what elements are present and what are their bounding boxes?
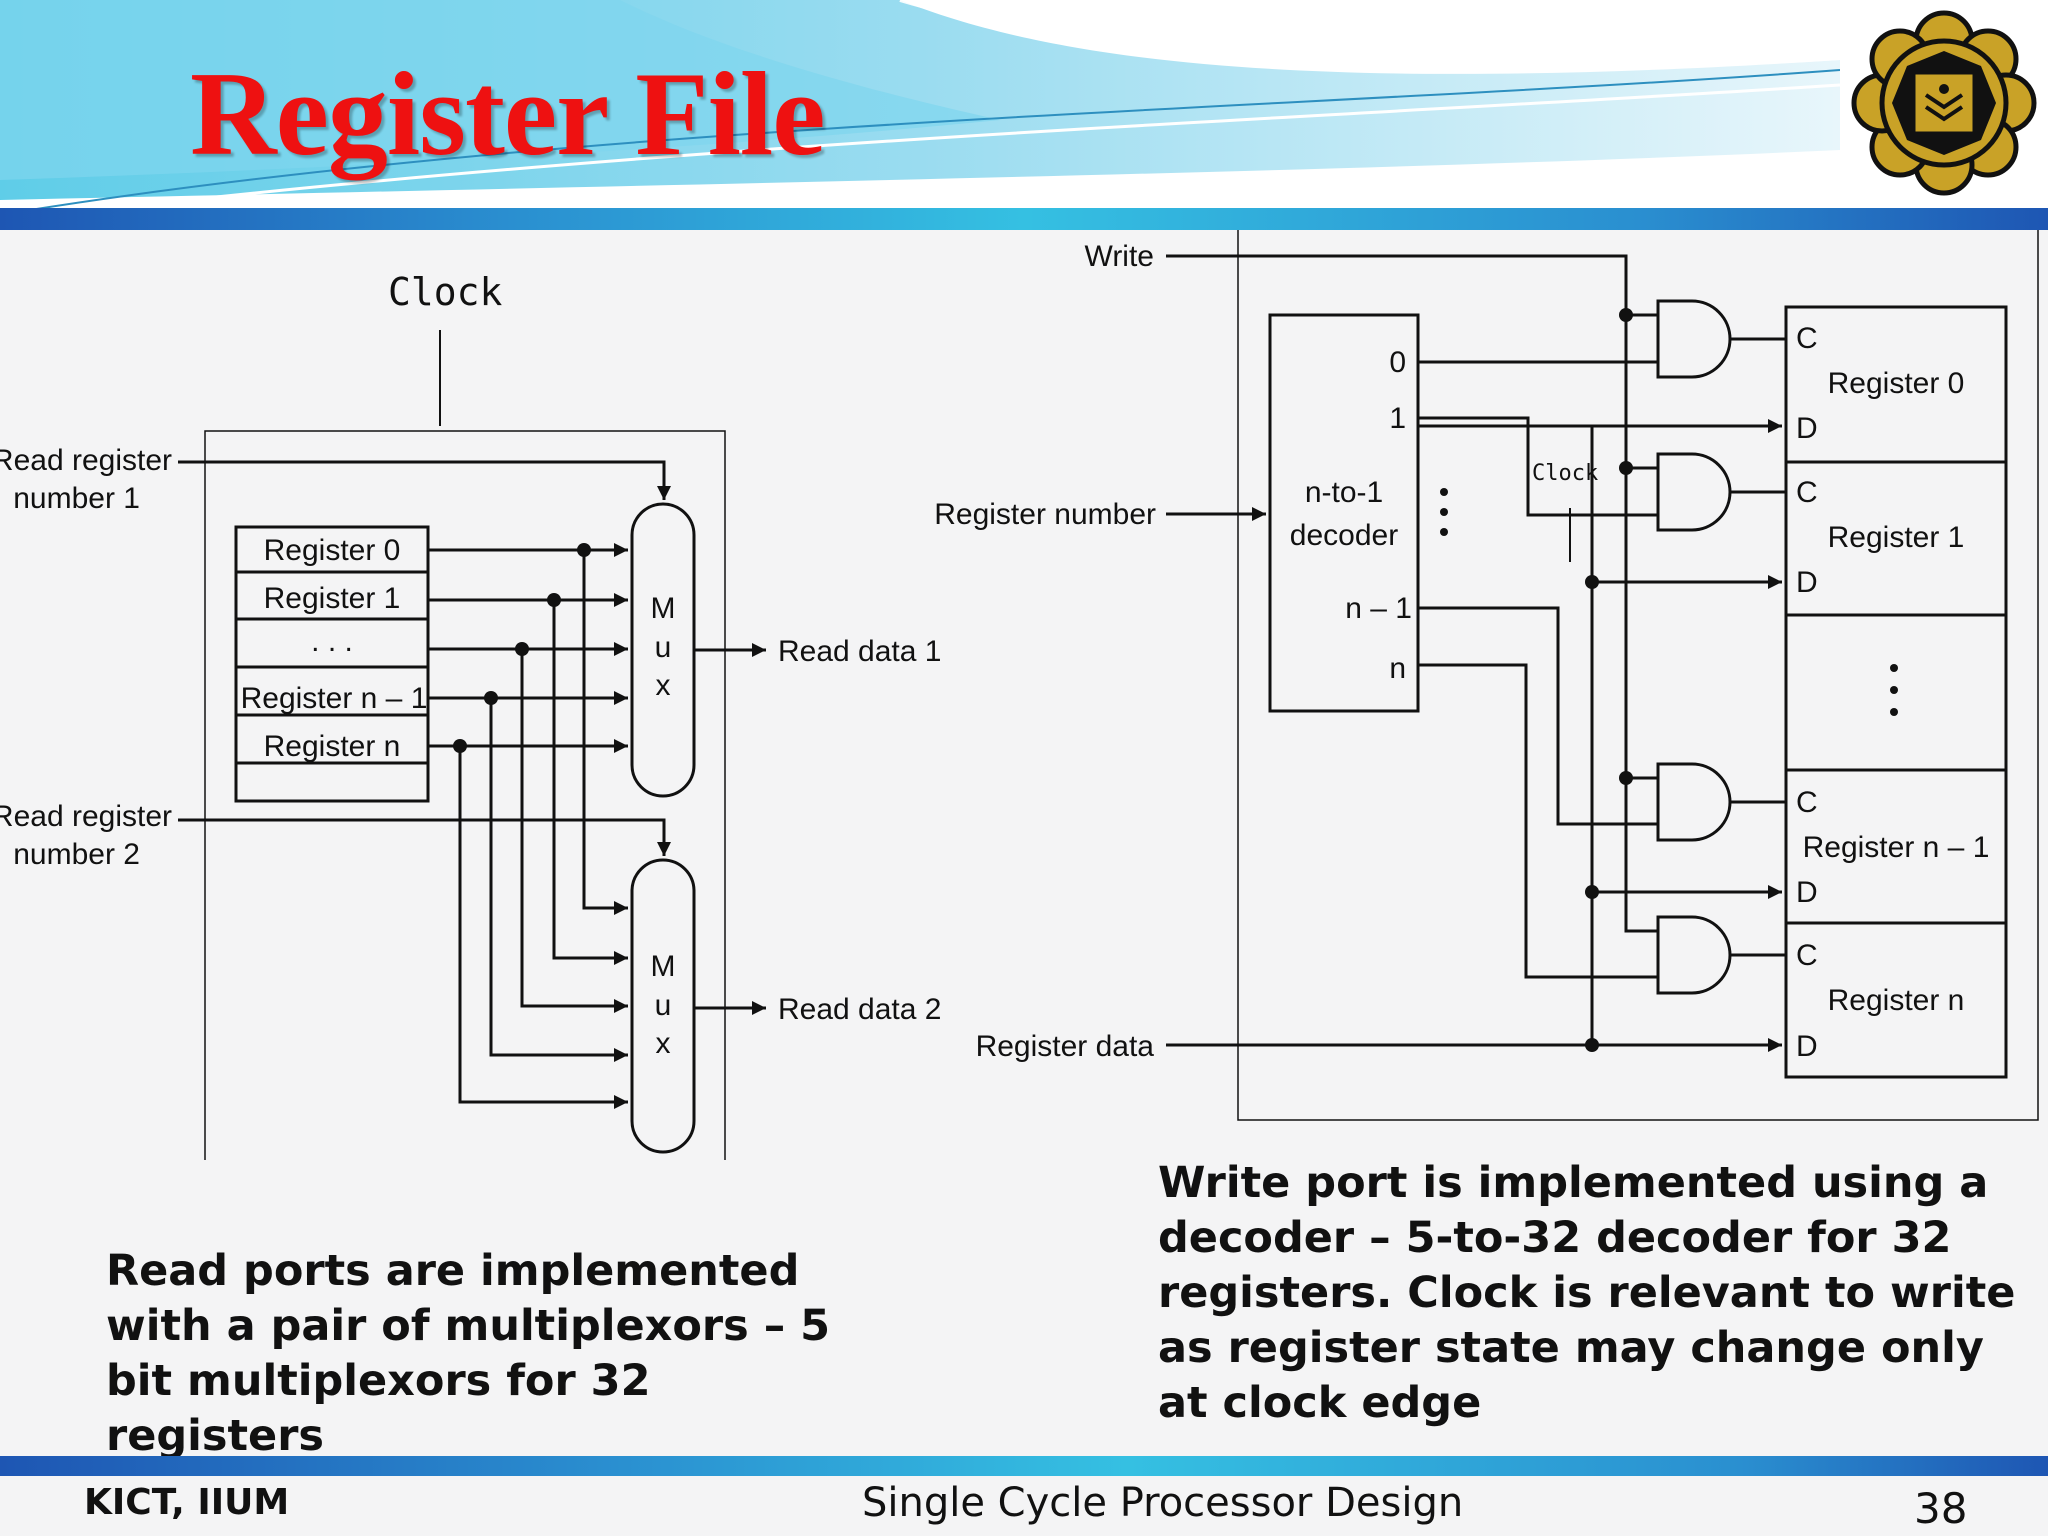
mux-1-letter-x: x — [656, 669, 671, 702]
register-0-port-c: C — [1796, 322, 1818, 355]
write-label: Write — [1085, 240, 1154, 273]
register-n-minus-1-port-d: D — [1796, 876, 1818, 909]
register-n-minus-1-port-c: C — [1796, 786, 1818, 819]
register-0-port-d: D — [1796, 412, 1818, 445]
footer-course-title: Single Cycle Processor Design — [862, 1480, 1464, 1526]
decoder-label-line2: decoder — [1290, 519, 1398, 552]
header-wave-background — [0, 0, 2048, 212]
register-n-port-c: C — [1796, 939, 1818, 972]
decoder-block — [1268, 313, 1420, 713]
decoder-ellipsis — [1440, 488, 1448, 536]
write-wire — [1166, 254, 1628, 924]
mux-2-letter-x: x — [656, 1027, 671, 1060]
register-file-diagram: Clock Read register number 1 Read regist… — [0, 230, 2039, 1160]
read-port-boundary — [204, 430, 726, 1160]
read-select-1-wire — [178, 460, 671, 500]
read-register-stack — [234, 525, 430, 803]
decoder-output-n-minus-1: n – 1 — [1345, 592, 1412, 625]
read-register-2-label-line2: number 2 — [13, 838, 140, 871]
mux-2-inputs — [458, 550, 628, 1109]
decoder-output-0: 0 — [1389, 346, 1406, 379]
decoder-output-n: n — [1389, 652, 1406, 685]
read-register-1-label-line1: Read register — [0, 444, 172, 477]
register-1-port-c: C — [1796, 476, 1818, 509]
mux-1-letter-u: u — [655, 631, 672, 664]
write-clock-label: Clock — [1532, 461, 1598, 486]
read-port-caption: Read ports are implemented with a pair o… — [106, 1246, 831, 1461]
read-data-1-label: Read data 1 — [778, 635, 941, 668]
slide-number: 38 — [1914, 1484, 1968, 1533]
register-data-label: Register data — [976, 1030, 1155, 1063]
read-register-1-label: Register 1 — [264, 582, 401, 615]
write-port-caption: Write port is implemented using a decode… — [1158, 1158, 2016, 1428]
read-register-1-label-line2: number 1 — [13, 482, 140, 515]
register-number-label: Register number — [934, 498, 1156, 531]
read-data-2-label: Read data 2 — [778, 993, 941, 1026]
decoder-output-1: 1 — [1389, 402, 1406, 435]
register-n-port-d: D — [1796, 1030, 1818, 1063]
write-port-boundary — [1237, 230, 2039, 1121]
read-register-0-label: Register 0 — [264, 534, 401, 567]
clock-label: Clock — [388, 270, 503, 314]
mux-1-letter-m: M — [651, 592, 676, 625]
iium-emblem-icon — [1840, 0, 2048, 206]
footer-divider-bar — [0, 1456, 2048, 1476]
write-register-n-label: Register n — [1828, 984, 1965, 1017]
read-register-n-minus-1-label: Register n – 1 — [241, 682, 428, 715]
mux-2-letter-u: u — [655, 989, 672, 1022]
data-to-d-wires — [1418, 419, 1782, 899]
register-1-port-d: D — [1796, 566, 1818, 599]
gate-to-clock-wires — [1730, 337, 1786, 957]
and-gates — [1656, 299, 1732, 995]
write-register-0-label: Register 0 — [1828, 367, 1965, 400]
mux-2-letter-m: M — [651, 950, 676, 983]
write-register-n-minus-1-label: Register n – 1 — [1803, 831, 1990, 864]
read-select-2-wire — [178, 818, 671, 856]
read-register-n-label: Register n — [264, 730, 401, 763]
decoder-label-line1: n-to-1 — [1305, 476, 1383, 509]
slide-title: Register File — [190, 47, 826, 180]
register-column-ellipsis — [1890, 664, 1898, 716]
write-register-column — [1784, 305, 2008, 1079]
footer-institution: KICT, IIUM — [84, 1482, 290, 1523]
read-register-2-label-line1: Read register — [0, 800, 172, 833]
read-register-ellipsis: . . . — [311, 625, 353, 658]
decoder-output-wires — [1418, 360, 1658, 979]
read-mux-2 — [630, 858, 696, 1154]
junction-dots — [453, 308, 1633, 1052]
write-register-1-label: Register 1 — [1828, 521, 1965, 554]
header-divider-bar — [0, 208, 2048, 230]
write-to-gates — [1624, 313, 1658, 933]
